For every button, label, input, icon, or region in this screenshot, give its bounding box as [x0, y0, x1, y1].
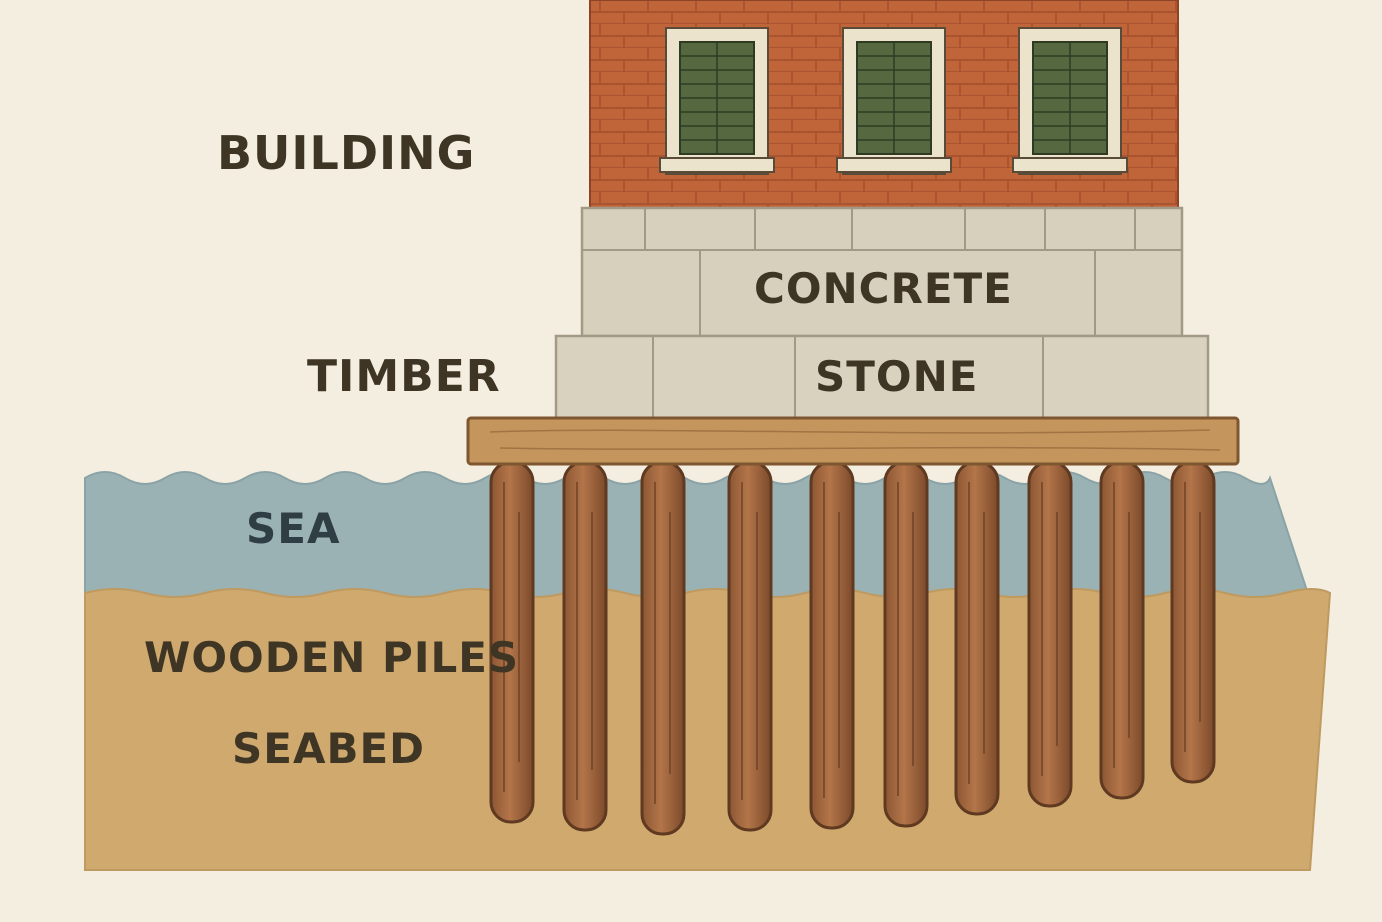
wooden-pile [1170, 460, 1216, 784]
pile-grain [1041, 482, 1058, 776]
timber-layer [466, 416, 1240, 466]
pile-grain [968, 482, 985, 784]
pile-grain [654, 482, 671, 804]
wooden-pile [727, 460, 773, 832]
window-muntins [1033, 42, 1107, 154]
pile-grain [503, 482, 520, 792]
window-sill [836, 157, 952, 173]
pile-grain [741, 482, 758, 800]
wooden-piles-group [489, 460, 1216, 836]
window-sill [1012, 157, 1128, 173]
wooden-pile [1027, 460, 1073, 808]
pile-grain [897, 482, 914, 796]
concrete-label: CONCRETE [754, 264, 1013, 313]
windows-group [659, 27, 1128, 175]
window-muntins [857, 42, 931, 154]
seabed-label: SEABED [232, 724, 426, 773]
wooden-pile [809, 460, 855, 830]
wooden-pile [883, 460, 929, 828]
pile-grain [576, 482, 593, 800]
wooden-pile [954, 460, 1000, 816]
sea-layer [84, 471, 1312, 601]
seabed-layer [84, 588, 1332, 871]
building-label: BUILDING [217, 126, 476, 180]
window-muntins [680, 42, 754, 154]
wooden-piles-label: WOODEN PILES [144, 633, 520, 682]
stone-layer [554, 334, 1210, 420]
stone-label: STONE [815, 352, 979, 401]
concrete-layer [580, 206, 1184, 338]
pile-grain [823, 482, 840, 798]
timber-label: TIMBER [307, 351, 501, 402]
wooden-pile [1099, 460, 1145, 800]
window-sill [659, 157, 775, 173]
wooden-pile [562, 460, 608, 832]
sea-label: SEA [246, 504, 341, 553]
pile-grain [1113, 482, 1130, 768]
wooden-pile [640, 460, 686, 836]
pile-grain [1184, 482, 1201, 752]
